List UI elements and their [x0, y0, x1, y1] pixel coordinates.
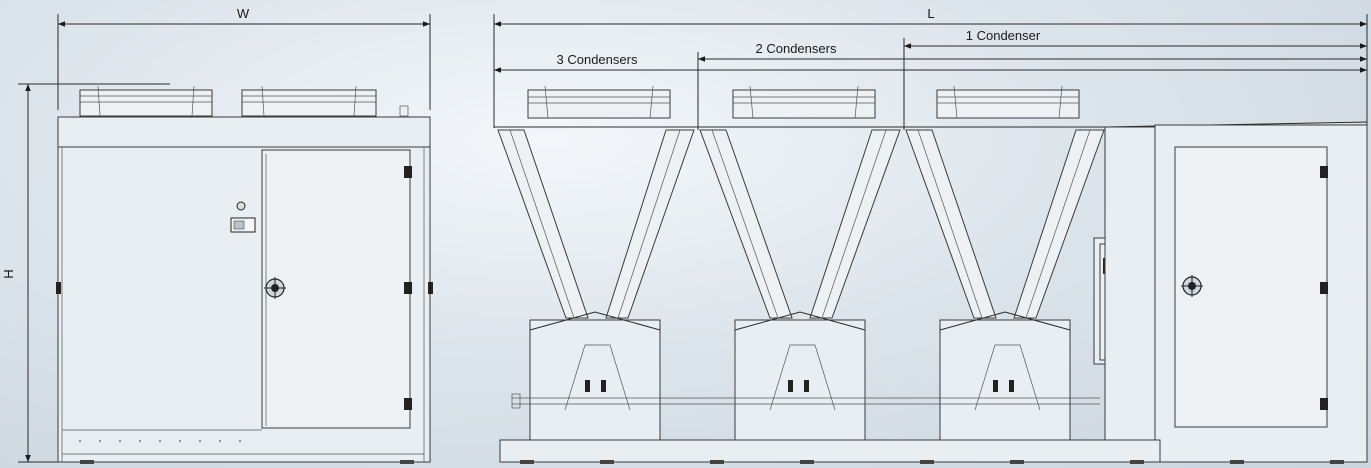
length-dimension: L	[493, 6, 1368, 128]
three-condensers-dimension: 3 Condensers	[494, 52, 1367, 73]
one-condenser-dimension: 1 Condenser	[903, 28, 1367, 130]
door-hinge-bottom	[404, 398, 412, 410]
condenser-fan-1	[527, 85, 671, 119]
door-lock-icon	[264, 277, 286, 299]
three-condensers-label: 3 Condensers	[557, 52, 638, 67]
height-dimension: H	[1, 83, 170, 463]
indicator-lamp	[236, 201, 246, 211]
front-fan-right	[241, 85, 377, 117]
door-hinge-top	[404, 166, 412, 178]
front-access-door	[261, 149, 411, 429]
length-label: L	[927, 6, 934, 21]
condenser-fan-2	[732, 85, 876, 119]
v-coil-1	[497, 129, 695, 319]
one-condenser-label: 1 Condenser	[966, 28, 1041, 43]
width-label: W	[237, 6, 250, 21]
two-condensers-label: 2 Condensers	[756, 41, 837, 56]
condenser-fan-3	[936, 85, 1080, 119]
two-condensers-dimension: 2 Condensers	[697, 41, 1367, 130]
height-label: H	[1, 269, 16, 278]
compressor-bay-3	[939, 311, 1071, 441]
side-view: L 1 Condenser 2 Condensers 3 Condensers	[80, 6, 1368, 464]
compressor-bay-2	[734, 311, 866, 441]
front-view: W H	[1, 6, 433, 463]
mounting-feet	[80, 460, 1344, 464]
compressor-bay-1	[529, 311, 661, 441]
front-top-rail	[57, 116, 431, 148]
width-dimension: W	[57, 6, 431, 110]
door-hinge-mid	[404, 282, 412, 294]
side-door-lock-icon	[1181, 275, 1203, 297]
v-coil-2	[699, 129, 901, 319]
v-coil-3	[905, 129, 1105, 319]
base-frame	[499, 439, 1161, 463]
front-fan-left	[79, 85, 213, 117]
